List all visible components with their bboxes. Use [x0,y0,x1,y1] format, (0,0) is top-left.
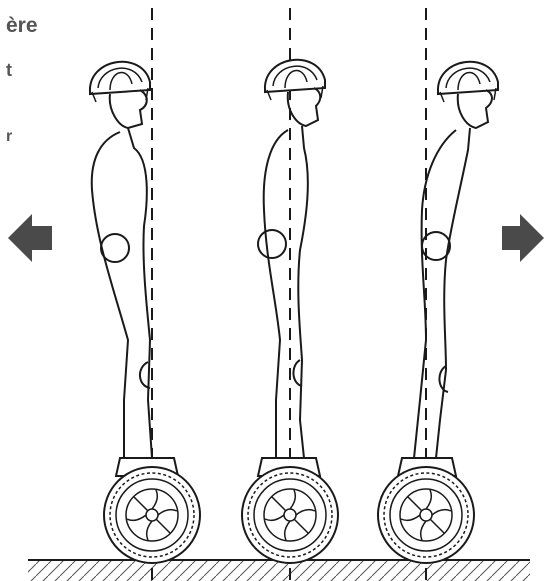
right-arrow-icon [502,214,544,262]
left-arrow-icon [8,214,52,262]
rider-leaning-forward [378,8,498,580]
rider-leaning-back [90,8,200,580]
rider-upright [242,8,338,580]
ground [28,560,530,581]
